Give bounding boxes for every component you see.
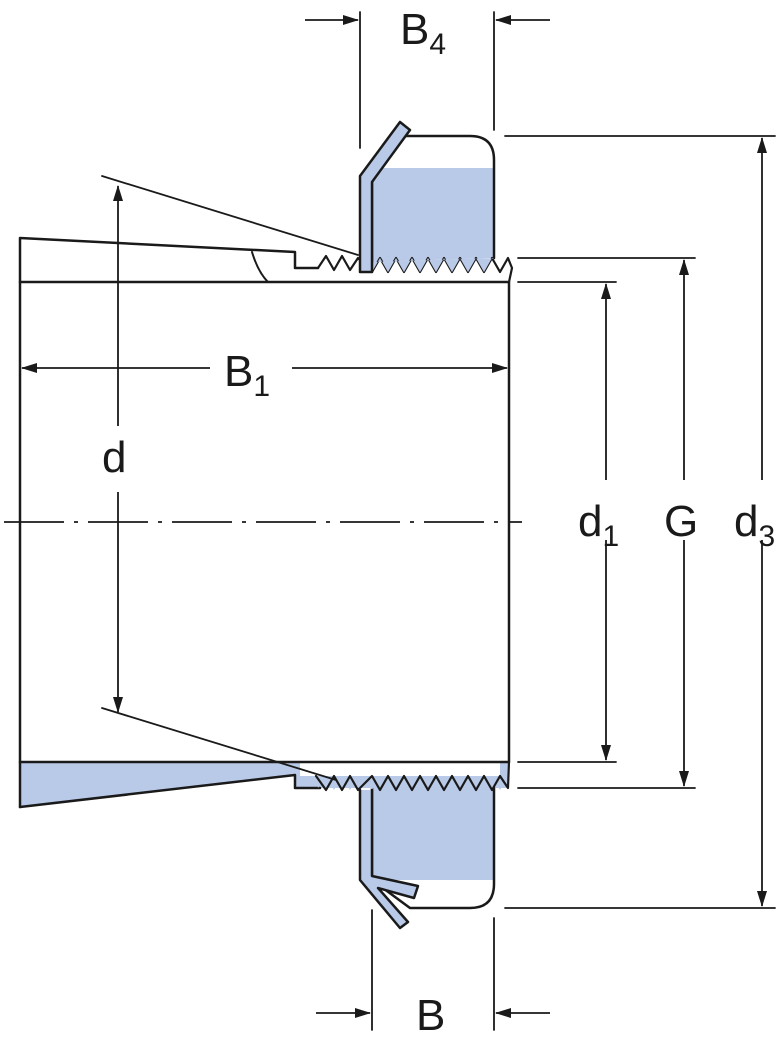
nut-top-outline xyxy=(370,134,496,264)
nut-bottom-outline xyxy=(370,786,496,910)
label-g: G xyxy=(664,497,698,546)
label-b: B xyxy=(416,991,445,1040)
nut-bottom-fill xyxy=(372,788,494,880)
leader-d-top xyxy=(101,175,359,256)
washer-bottom-outline xyxy=(358,788,420,930)
lock-washer-bottom xyxy=(358,788,420,930)
nut-top-fill xyxy=(372,168,494,262)
washer-bottom-fill xyxy=(360,790,418,928)
label-b4: B4 xyxy=(400,5,446,61)
lock-nut-top xyxy=(316,134,514,284)
lock-nut-bottom xyxy=(314,760,511,910)
thread-bottom-fill xyxy=(316,776,508,790)
thread-top-fill xyxy=(372,258,494,272)
thread-bottom xyxy=(314,760,511,792)
leader-d-bottom xyxy=(101,707,337,781)
washer-top-outline xyxy=(358,120,412,274)
sleeve-lower-edge xyxy=(18,773,322,809)
sleeve-lower-taper xyxy=(20,762,509,807)
sleeve-upper-taper xyxy=(18,236,320,809)
sleeve-crescent xyxy=(251,251,269,283)
label-d3: d3 xyxy=(734,497,775,553)
lock-washer-top xyxy=(358,120,412,274)
label-b1: B1 xyxy=(224,347,270,403)
label-d: d xyxy=(102,433,126,482)
label-d1: d1 xyxy=(578,497,619,553)
